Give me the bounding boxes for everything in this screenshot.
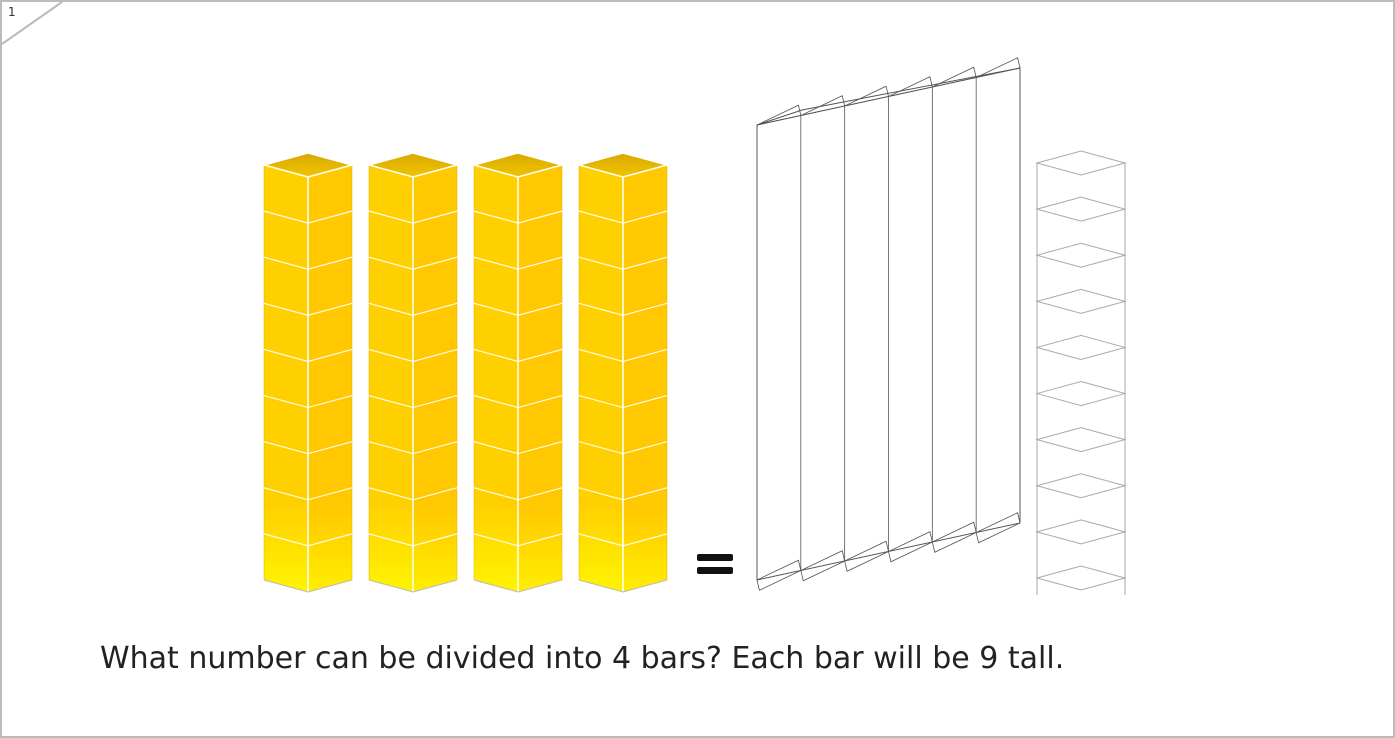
cube-divider bbox=[263, 210, 353, 224]
bar-top-face bbox=[261, 152, 355, 178]
bar-left-face bbox=[473, 164, 519, 593]
cube-divider bbox=[368, 533, 458, 547]
cube-divider bbox=[263, 348, 353, 363]
cube-divider bbox=[578, 487, 668, 501]
bar-right-face bbox=[412, 164, 458, 593]
ladder-cube-outline bbox=[1035, 242, 1127, 268]
cube-divider bbox=[263, 302, 353, 316]
cube-divider bbox=[473, 302, 563, 316]
cube-divider bbox=[263, 394, 353, 409]
cube-divider bbox=[473, 256, 563, 270]
ladder-cube-outline bbox=[1035, 519, 1127, 545]
cube-divider bbox=[578, 533, 668, 547]
bar-left-face bbox=[368, 164, 414, 593]
cube-divider bbox=[578, 441, 668, 455]
cube-divider bbox=[368, 302, 458, 316]
equals-bottom-stroke bbox=[697, 567, 733, 574]
bar-top-face bbox=[576, 152, 670, 178]
box-top-cell bbox=[888, 76, 933, 97]
cube-divider bbox=[263, 487, 353, 501]
cube-ladder bbox=[1035, 150, 1127, 595]
bar-right-face bbox=[517, 164, 563, 593]
bar-top-face bbox=[471, 152, 565, 178]
cube-divider bbox=[263, 533, 353, 547]
cube-bar bbox=[366, 152, 460, 593]
equals-top-stroke bbox=[697, 554, 733, 561]
bar-top-face bbox=[366, 152, 460, 178]
cube-bar bbox=[471, 152, 565, 593]
cube-divider bbox=[473, 487, 563, 501]
box-top-cell bbox=[800, 95, 846, 116]
box-top-cell bbox=[756, 104, 802, 126]
bar-left-face bbox=[578, 164, 624, 593]
cube-bar bbox=[261, 152, 355, 593]
ladder-cube-outline bbox=[1035, 565, 1127, 591]
box-bottom-cell bbox=[975, 512, 1021, 544]
corner-fold bbox=[1, 1, 63, 45]
cube-bar bbox=[576, 152, 670, 593]
cube-divider bbox=[368, 256, 458, 270]
bar-left-face bbox=[263, 164, 309, 593]
cube-divider bbox=[263, 441, 353, 455]
bar-bottom-edge bbox=[368, 579, 458, 593]
cube-divider bbox=[368, 487, 458, 501]
cube-divider bbox=[368, 441, 458, 455]
box-top-cell bbox=[844, 85, 889, 107]
cube-divider bbox=[368, 210, 458, 224]
ladder-cube-outline bbox=[1035, 196, 1127, 222]
cube-divider bbox=[578, 210, 668, 224]
ladder-cube-outline bbox=[1035, 427, 1127, 453]
box-top-cell bbox=[975, 57, 1021, 78]
cube-divider bbox=[578, 256, 668, 270]
cube-divider bbox=[263, 256, 353, 270]
cube-divider bbox=[578, 394, 668, 409]
question-text: What number can be divided into 4 bars? … bbox=[100, 641, 1064, 676]
cube-divider bbox=[368, 348, 458, 363]
equals-sign: = bbox=[697, 554, 733, 574]
cube-divider bbox=[578, 348, 668, 363]
bar-bottom-edge bbox=[263, 579, 353, 593]
ladder-cube-outline bbox=[1035, 334, 1127, 360]
ladder-cube-outline bbox=[1035, 381, 1127, 407]
bar-right-face bbox=[307, 164, 353, 593]
ladder-cube-outline bbox=[1035, 150, 1127, 176]
cube-divider bbox=[473, 533, 563, 547]
ladder-cube-outline bbox=[1035, 473, 1127, 499]
cube-bars bbox=[261, 152, 670, 593]
empty-target-box bbox=[756, 57, 1021, 591]
box-top-cell bbox=[932, 66, 977, 88]
bar-bottom-edge bbox=[473, 579, 563, 593]
cube-divider bbox=[368, 394, 458, 409]
ladder-cube-outline bbox=[1035, 288, 1127, 314]
cube-divider bbox=[473, 348, 563, 363]
cube-divider bbox=[473, 394, 563, 409]
page-number: 1 bbox=[8, 5, 16, 19]
bar-bottom-edge bbox=[578, 579, 668, 593]
box-top-back-edge bbox=[756, 67, 1021, 126]
cube-divider bbox=[578, 302, 668, 316]
bar-right-face bbox=[622, 164, 668, 593]
cube-divider bbox=[473, 441, 563, 455]
cube-divider bbox=[473, 210, 563, 224]
